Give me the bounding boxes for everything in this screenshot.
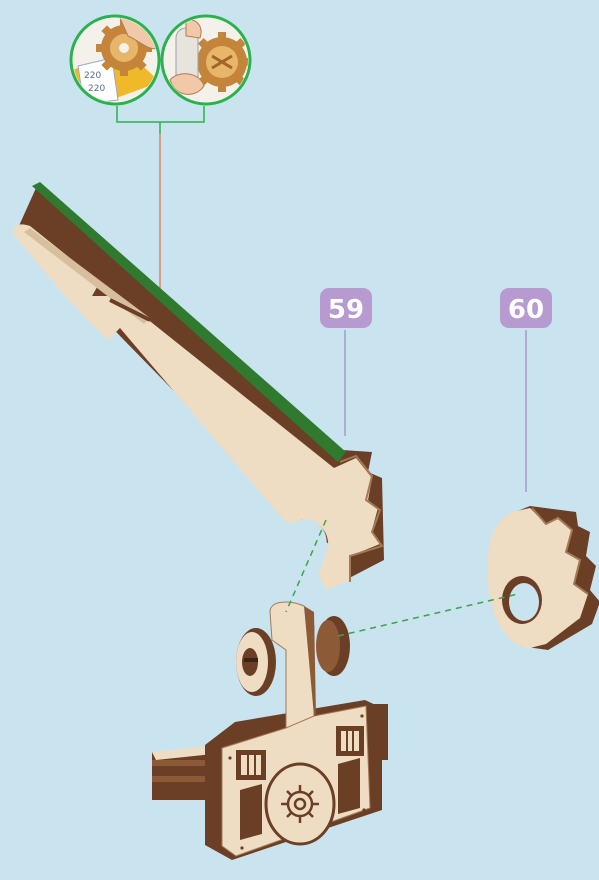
gear-emblem-circle	[266, 764, 334, 844]
part-number-60: 60	[508, 295, 544, 325]
hint-circle-assemble	[160, 15, 252, 105]
hint-number-2: 220	[88, 84, 105, 94]
hint-number-1: 220	[84, 71, 101, 81]
left-spindle	[236, 628, 276, 696]
part-number-59: 59	[328, 295, 364, 325]
right-spindle	[316, 616, 350, 676]
hint-circle-glue: 220 220	[70, 15, 160, 105]
